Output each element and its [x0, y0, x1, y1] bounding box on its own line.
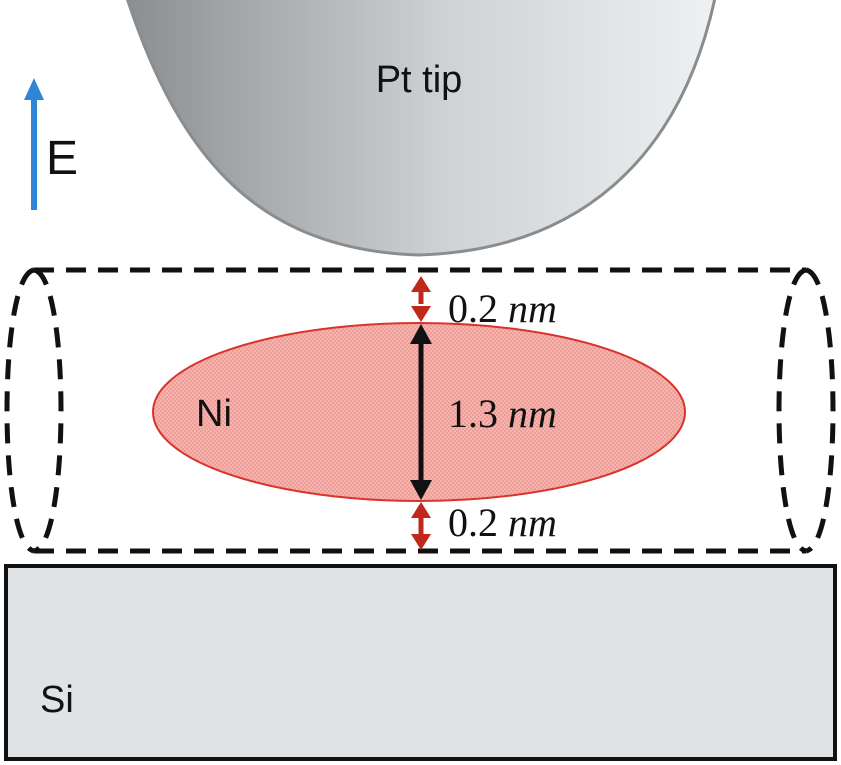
particle-label: Ni: [196, 393, 232, 435]
bottom-gap-arrow: [411, 502, 431, 550]
si-substrate: [4, 564, 837, 761]
substrate-label: Si: [40, 679, 74, 721]
diameter-arrow: [410, 324, 432, 500]
top-gap-arrow: [411, 276, 431, 322]
pt-tip: [126, 0, 717, 257]
field-label: E: [46, 132, 78, 185]
tip-label: Pt tip: [376, 59, 463, 101]
dashed-cylinder: [4, 267, 836, 554]
field-arrow: [24, 78, 44, 210]
